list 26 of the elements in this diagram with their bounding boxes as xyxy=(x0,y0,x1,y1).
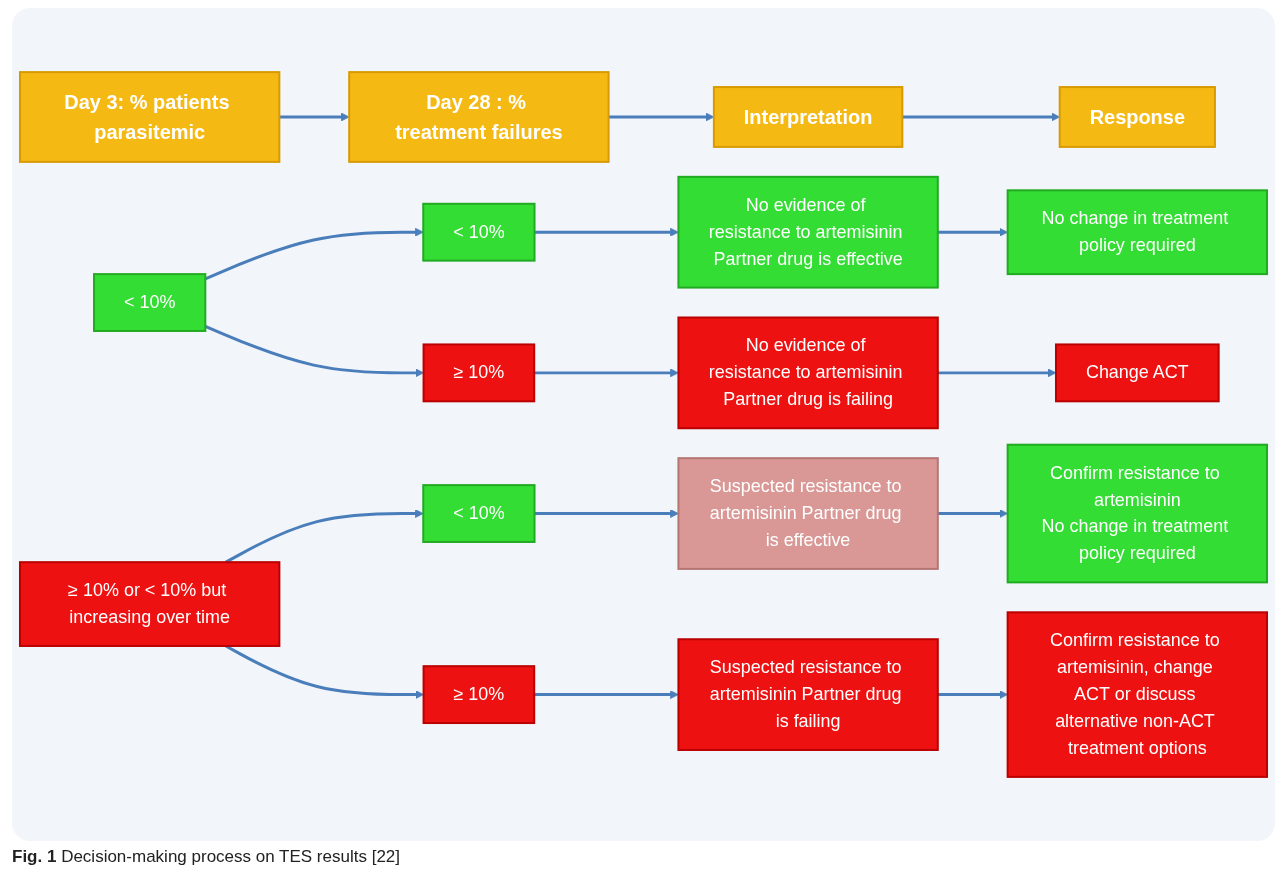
node-box: Confirm resistance to artemisinin, change ACT or discuss alternative non-ACT treatment options xyxy=(1006,611,1268,778)
arrow xyxy=(225,509,424,564)
node-box: Suspected resistance to artemisinin Partner drug is failing xyxy=(677,638,939,751)
figure-caption: Fig. 1 Decision-making process on TES results [22] xyxy=(12,847,402,867)
arrow xyxy=(534,368,679,378)
node-box: Interpretation xyxy=(712,86,904,148)
node-box: ≥ 10% xyxy=(422,343,536,403)
node-box: Confirm resistance to artemisinin No change in treatment policy required xyxy=(1006,443,1268,584)
arrow xyxy=(225,644,424,699)
arrow xyxy=(534,227,679,237)
node-box: No evidence of resistance to artemisinin Partner drug is effective xyxy=(677,175,939,289)
arrow xyxy=(534,509,679,518)
node-box: ≥ 10% or < 10% but increasing over time xyxy=(19,561,281,647)
node-box: < 10% xyxy=(422,484,536,543)
node-box: Suspected resistance to artemisinin Partner drug is effective xyxy=(677,457,939,570)
arrow xyxy=(279,112,350,122)
node-box: < 10% xyxy=(422,202,536,262)
node-box: Day 3: % patients parasitemic xyxy=(19,71,281,163)
node-box: ≥ 10% xyxy=(422,665,536,725)
node-box: No evidence of resistance to artemisinin Partner drug is failing xyxy=(677,316,939,430)
arrow xyxy=(534,690,679,699)
node-box: Day 28 : % treatment failures xyxy=(348,71,610,163)
node-box: Response xyxy=(1058,86,1216,148)
node-box: Change ACT xyxy=(1055,343,1220,403)
node-box: < 10% xyxy=(93,273,207,332)
node-box: No change in treatment policy required xyxy=(1006,189,1268,276)
